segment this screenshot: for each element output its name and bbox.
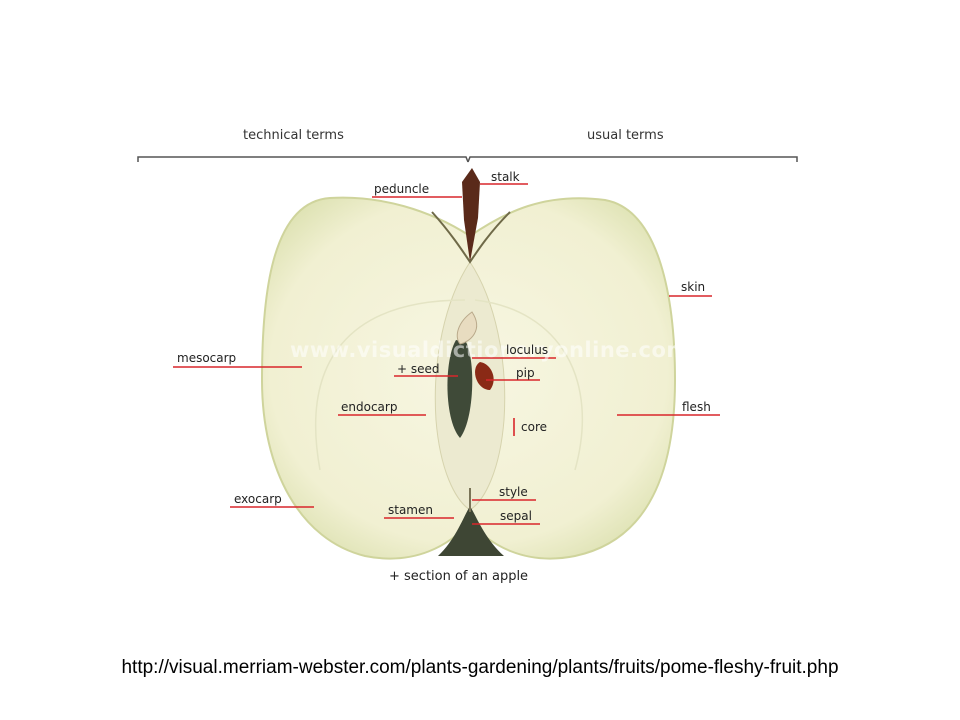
source-url-text: http://visual.merriam-webster.com/plants… [121,657,839,678]
label-flesh: flesh [682,400,711,414]
label-seed: + seed [397,362,440,376]
label-skin: skin [681,280,706,294]
header-brackets [137,156,798,163]
watermark-text: www.visualdictionaryonline.com [290,338,689,362]
label-mesocarp: mesocarp [177,351,237,365]
loculus-shape [456,311,478,345]
stalk-shape [462,168,480,262]
seed-shape [447,340,473,438]
diagram-caption: + section of an apple [389,569,529,584]
label-pip: pip [516,366,535,380]
label-loculus: loculus [506,343,549,357]
label-endocarp: endocarp [341,400,398,414]
core-outline-left [315,299,466,471]
header-usual-terms: usual terms [587,128,664,143]
label-exocarp: exocarp [234,492,282,506]
pip-shape [475,362,494,390]
label-sepal: sepal [500,509,532,523]
label-stalk: stalk [491,170,520,184]
core-outline-right [474,299,584,471]
label-peduncle: peduncle [374,182,430,196]
label-stamen: stamen [388,503,433,517]
calyx-shape [438,506,504,556]
cavity-top [431,211,511,264]
leader-lines [173,183,720,525]
label-style: style [499,485,528,499]
header-technical-terms: technical terms [243,128,344,143]
label-core: core [521,420,547,434]
